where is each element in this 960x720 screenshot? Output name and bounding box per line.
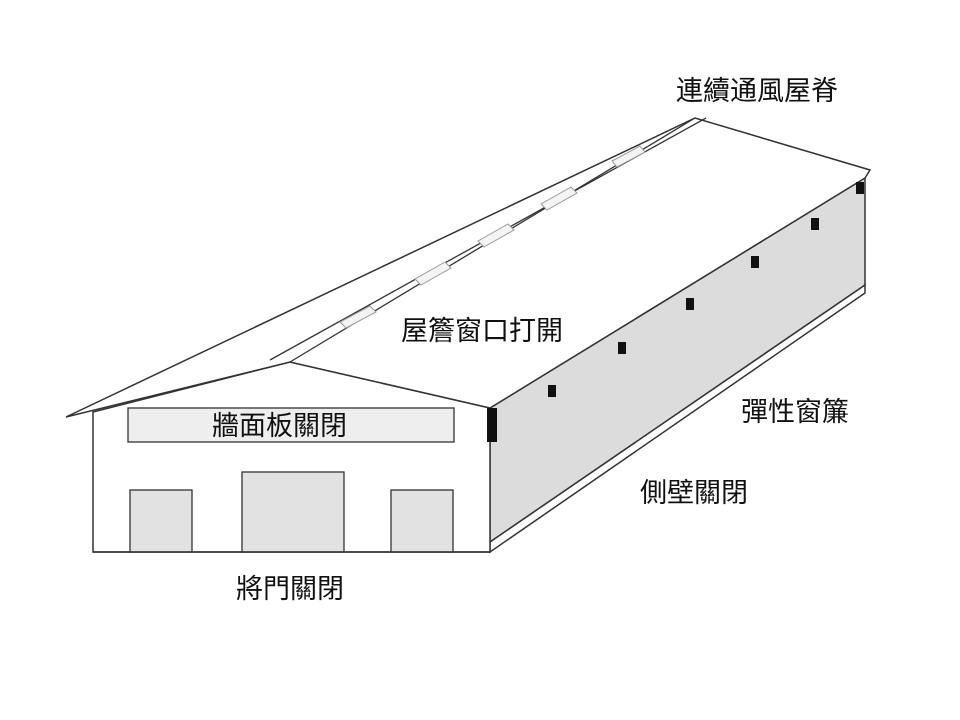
door-left <box>129 489 193 553</box>
door-center <box>241 471 345 553</box>
door-right <box>390 489 454 553</box>
end-doors-label: 將門關閉 <box>236 574 344 605</box>
curtain-label: 彈性窗簾 <box>741 397 849 428</box>
eave-vent-blocks <box>487 182 864 442</box>
side-wall-label: 側壁關閉 <box>640 478 748 509</box>
eave-vent-label: 屋簷窗口打開 <box>401 316 563 347</box>
wall-panel-strip <box>127 407 455 443</box>
wall-panel-label: 牆面板關閉 <box>212 411 347 442</box>
ridge-vent-segments <box>339 145 646 329</box>
ridge-vent-label: 連續通風屋脊 <box>676 76 838 107</box>
